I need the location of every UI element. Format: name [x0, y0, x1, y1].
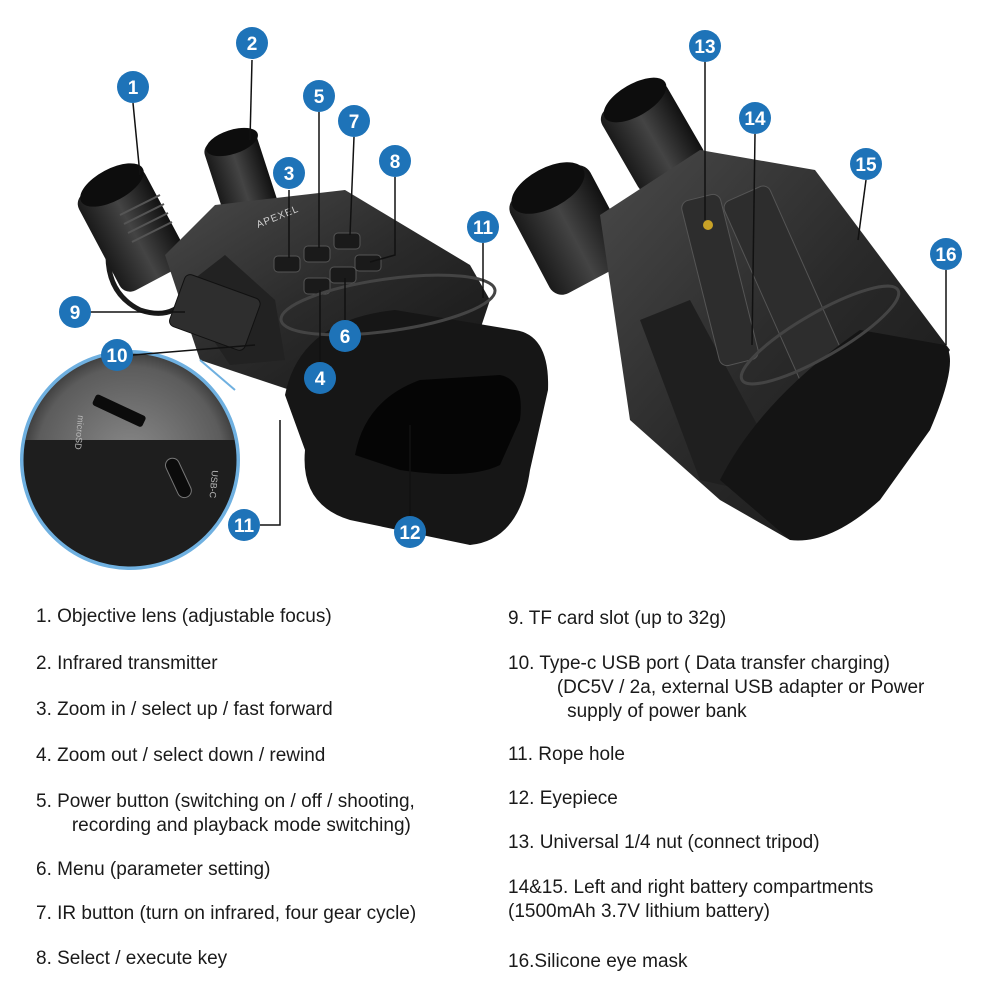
callout-12: 12 — [394, 516, 426, 548]
svg-text:1: 1 — [128, 78, 139, 99]
tf-card-slot — [92, 394, 146, 427]
svg-text:11: 11 — [234, 516, 255, 537]
legend-item-16: 16.Silicone eye mask — [508, 951, 688, 972]
svg-text:6: 6 — [340, 327, 351, 348]
callout-14: 14 — [739, 102, 771, 134]
legend-item-13: 13. Universal 1/4 nut (connect tripod) — [508, 832, 820, 853]
ir-button — [333, 232, 361, 250]
svg-text:16: 16 — [935, 245, 956, 266]
eye-mask — [720, 330, 950, 541]
callout-13: 13 — [689, 30, 721, 62]
power-button — [303, 245, 331, 263]
microsd-label: microSD — [73, 415, 86, 451]
svg-text:2: 2 — [247, 34, 258, 55]
port-zoom-detail: microSD USB-C — [20, 350, 240, 570]
svg-text:8: 8 — [390, 152, 401, 173]
svg-text:12: 12 — [399, 523, 420, 544]
control-buttons — [273, 232, 382, 295]
legend-item-14-15: 14&15. Left and right battery compartmen… — [508, 877, 874, 922]
callout-11-bottom: 11 — [228, 509, 260, 541]
svg-text:11: 11 — [473, 218, 494, 239]
callout-1: 1 — [117, 71, 149, 103]
callout-2: 2 — [236, 27, 268, 59]
legend-item-9: 9. TF card slot (up to 32g) — [508, 608, 727, 629]
objective-lens-left — [77, 163, 188, 292]
legend-item-3: 3. Zoom in / select up / fast forward — [36, 699, 333, 720]
callout-16: 16 — [930, 238, 962, 270]
legend-item-7: 7. IR button (turn on infrared, four gea… — [36, 903, 417, 924]
svg-text:15: 15 — [855, 155, 877, 176]
legend-item-4: 4. Zoom out / select down / rewind — [36, 745, 326, 766]
rear-lens-left — [509, 162, 631, 295]
svg-text:13: 13 — [694, 37, 715, 58]
tripod-nut — [703, 220, 713, 230]
callout-9: 9 — [59, 296, 91, 328]
callout-6: 6 — [329, 320, 361, 352]
legend-item-10: 10. Type-c USB port ( Data transfer char… — [508, 653, 925, 722]
select-button — [354, 254, 382, 272]
svg-text:10: 10 — [106, 346, 127, 367]
usb-c-port — [165, 457, 192, 499]
port-cover — [169, 274, 261, 351]
callout-11-front: 11 — [467, 211, 499, 243]
svg-text:7: 7 — [349, 112, 360, 133]
battery-compartment-left — [681, 193, 759, 367]
legend-item-2: 2. Infrared transmitter — [36, 653, 218, 674]
usbc-label: USB-C — [208, 470, 220, 499]
callout-badges: 1 2 3 4 5 6 7 8 9 10 11 11 12 13 14 15 1… — [59, 27, 962, 548]
svg-text:4: 4 — [315, 369, 326, 390]
svg-text:3: 3 — [284, 164, 295, 185]
svg-text:14: 14 — [744, 109, 766, 130]
callout-5: 5 — [303, 80, 335, 112]
callout-3: 3 — [273, 157, 305, 189]
callout-4: 4 — [304, 362, 336, 394]
legend-item-11: 11. Rope hole — [508, 744, 625, 765]
legend-item-12: 12. Eyepiece — [508, 788, 618, 809]
callout-7: 7 — [338, 105, 370, 137]
menu-button — [329, 266, 357, 284]
legend-item-1: 1. Objective lens (adjustable focus) — [36, 606, 332, 627]
svg-text:9: 9 — [70, 303, 81, 324]
legend-item-6: 6. Menu (parameter setting) — [36, 859, 271, 880]
svg-text:5: 5 — [314, 87, 325, 108]
zoom-in-button — [273, 255, 301, 273]
callout-8: 8 — [379, 145, 411, 177]
legend-item-8: 8. Select / execute key — [36, 948, 228, 969]
binoculars-front-view: APEXEL — [77, 127, 549, 545]
callout-15: 15 — [850, 148, 882, 180]
product-illustration: APEXEL microSD USB-C — [20, 27, 962, 570]
eyepiece — [355, 375, 521, 474]
binoculars-bottom-view — [509, 77, 950, 541]
leader-lines — [88, 59, 947, 526]
rope-hole — [279, 273, 497, 337]
legend-item-5: 5. Power button (switching on / off / sh… — [36, 791, 415, 836]
callout-10: 10 — [101, 339, 133, 371]
